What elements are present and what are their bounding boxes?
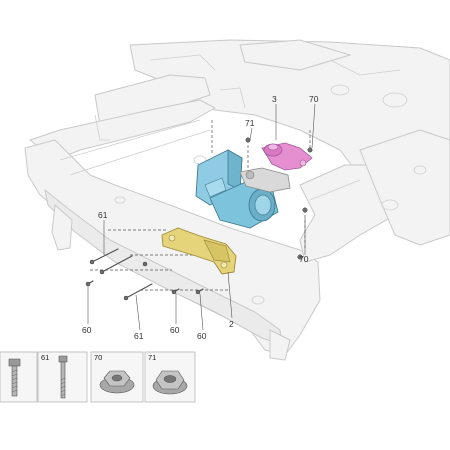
callout-60-left: 60 [82,325,92,335]
callout-leaders [87,103,316,331]
bolt-60-thumb-icon [8,358,21,367]
right-front-leg [269,329,291,361]
left-front-leg [51,204,73,251]
legend-label-71: 71 [148,353,156,362]
callout-60-right: 60 [197,331,207,341]
callout-3: 3 [272,94,277,104]
bolt-61-b [101,255,133,273]
legend-label-61: 61 [41,353,49,362]
callout-61-upper: 61 [98,210,108,220]
upper-right-rail [239,39,351,71]
frame-details [59,54,427,305]
legend-item-bolt-60 [0,351,38,403]
callout-labels: 3 70 71 61 70 60 61 60 60 2 [82,94,319,341]
yellow-bracket-part-2 [161,227,237,275]
callout-60-mid: 60 [170,325,180,335]
callout-2: 2 [229,319,234,329]
bolt-61-thumb-icon [58,355,68,363]
callout-61-lower: 61 [134,331,144,341]
callout-70-lower: 70 [299,254,309,264]
fastener-heads [85,137,313,301]
callout-71: 71 [245,118,255,128]
legend-label-70: 70 [94,353,102,362]
bolt-61-c [125,283,153,299]
callout-70-top: 70 [309,94,319,104]
ac-compressor [195,149,291,229]
vehicle-frame [24,39,450,361]
fastener-legend: 61 70 71 [0,351,196,403]
pink-bracket-part-3 [261,142,313,171]
legend-item-nut-71: 71 [144,351,196,403]
legend-item-bolt-61: 61 [37,351,88,403]
bolt-61-a [91,248,119,263]
legend-item-nut-70: 70 [90,351,144,403]
